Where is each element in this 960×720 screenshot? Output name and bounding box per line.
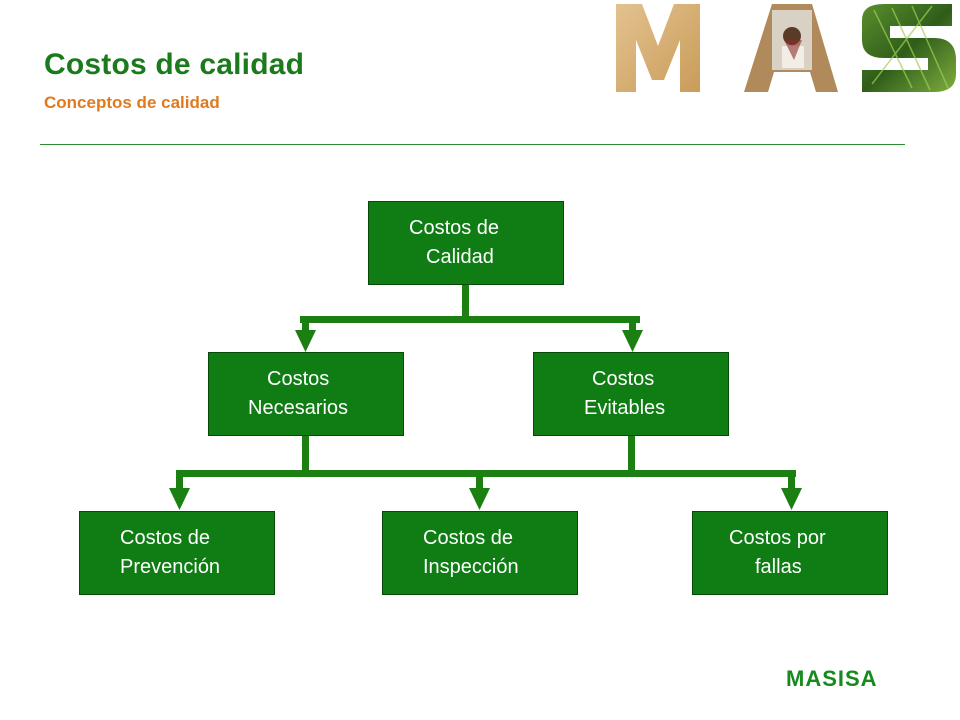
connector-level3-bar [176,470,796,477]
connector-level2-bar [300,316,640,323]
node-costos-de-prevencion: Costos de Prevención [79,511,275,595]
arrowhead-evitables [622,330,643,352]
node-line1: Costos de [120,527,211,549]
node-costos-de-calidad: Costos de Calidad [368,201,564,285]
node-line2: Evitables [584,397,666,419]
connector-prevencion-drop [176,470,183,490]
header-divider [40,144,905,145]
node-line2: Calidad [426,246,494,268]
node-line2: fallas [755,556,802,578]
node-line2: Necesarios [248,397,349,419]
arrowhead-fallas [781,488,802,510]
node-line1: Costos [267,368,330,390]
arrowhead-inspeccion [469,488,490,510]
connector-root-stem [462,284,469,320]
node-line1: Costos por [729,527,826,549]
node-costos-evitables: Costos Evitables [533,352,729,436]
arrowhead-prevencion [169,488,190,510]
node-line1: Costos de [409,217,500,239]
connector-right-drop [629,316,636,334]
masisa-logo: MASISA [786,666,878,691]
connector-left-drop [302,316,309,334]
connector-necesarios-stem [302,436,309,476]
node-costos-de-inspeccion: Costos de Inspección [382,511,578,595]
node-costos-necesarios: Costos Necesarios [208,352,404,436]
page-title: Costos de calidad [44,48,305,81]
node-costos-por-fallas: Costos por fallas [692,511,888,595]
mas-brand-logo [616,4,956,92]
node-line1: Costos de [423,527,514,549]
connector-fallas-drop [788,470,795,490]
connector-evitables-stem [628,436,635,476]
page-subtitle: Conceptos de calidad [44,93,220,112]
node-line1: Costos [592,368,655,390]
node-line2: Inspección [423,556,519,578]
connector-inspeccion-drop [476,470,483,490]
arrowhead-necesarios [295,330,316,352]
node-line2: Prevención [120,556,221,578]
